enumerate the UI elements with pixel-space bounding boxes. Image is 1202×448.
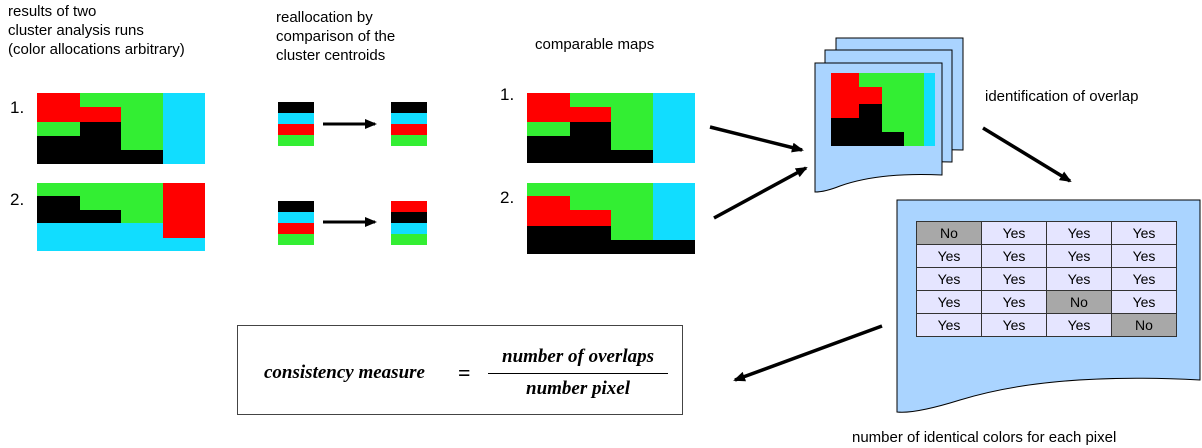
table-cell: Yes xyxy=(1046,221,1112,245)
table-cell: No xyxy=(916,221,982,245)
table-cell: Yes xyxy=(916,244,982,268)
consistency-formula: consistency measure = number of overlaps… xyxy=(237,325,683,415)
table-cell: Yes xyxy=(1046,244,1112,268)
legend-stack-1-after xyxy=(391,102,427,146)
arrow-map1-to-stack xyxy=(709,125,804,153)
table-cell: No xyxy=(1111,313,1177,337)
arrow-stack-to-grid xyxy=(982,126,1072,183)
legend-stack-1-before xyxy=(278,102,314,146)
comparable1-number: 1. xyxy=(500,85,515,104)
arrow-map2-to-stack xyxy=(713,166,808,220)
comparable-map-1 xyxy=(527,93,695,163)
comparable-map-2 xyxy=(527,183,695,254)
overlap-label: identification of overlap xyxy=(985,88,1139,105)
formula-denominator: number pixel xyxy=(526,378,630,399)
formula-lhs: consistency measure xyxy=(264,362,425,383)
table-cell: Yes xyxy=(1111,221,1177,245)
fraction-bar xyxy=(488,373,668,374)
table-cell: Yes xyxy=(981,221,1047,245)
run1-number: 1. xyxy=(10,98,25,117)
table-cell: Yes xyxy=(981,290,1047,314)
table-cell: Yes xyxy=(981,244,1047,268)
run1-map xyxy=(37,93,205,164)
table-cell: Yes xyxy=(916,267,982,291)
table-cell: No xyxy=(1046,290,1112,314)
table-cell: Yes xyxy=(1046,267,1112,291)
table-cell: Yes xyxy=(981,313,1047,337)
table-cell: Yes xyxy=(916,290,982,314)
table-cell: Yes xyxy=(1111,290,1177,314)
arrow-grid-to-formula xyxy=(733,324,883,382)
formula-equals: = xyxy=(458,360,471,385)
table-cell: Yes xyxy=(1046,313,1112,337)
runs-label: results of two cluster analysis runs (co… xyxy=(8,3,185,58)
identical-label: number of identical colors for each pixe… xyxy=(852,429,1117,446)
overlap-document-stack xyxy=(814,37,964,193)
table-cell: Yes xyxy=(981,267,1047,291)
table-cell: Yes xyxy=(916,313,982,337)
realloc-label: reallocation by comparison of the cluste… xyxy=(276,9,396,64)
run2-number: 2. xyxy=(10,190,25,209)
legend-stack-2-after xyxy=(391,201,427,245)
legend-stack-2-before xyxy=(278,201,314,245)
formula-numerator: number of overlaps xyxy=(502,346,654,367)
table-cell: Yes xyxy=(1111,244,1177,268)
table-cell: Yes xyxy=(1111,267,1177,291)
comparable-label: comparable maps xyxy=(535,36,655,53)
run2-map xyxy=(37,183,205,251)
comparable2-number: 2. xyxy=(500,188,515,207)
